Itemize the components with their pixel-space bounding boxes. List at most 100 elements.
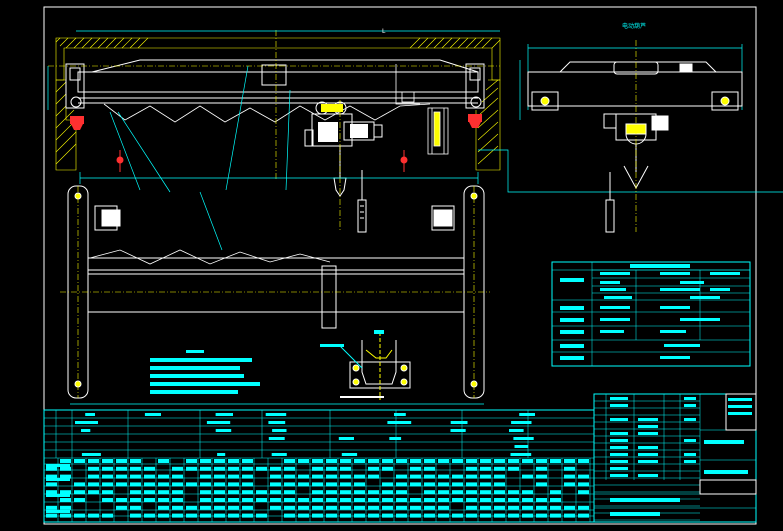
table-cell-text [354,513,365,518]
table-cell-text [536,505,547,510]
table-cell-text [158,459,169,463]
table-cell-text [536,474,547,479]
centerline [60,186,490,398]
table-cell-text [466,505,477,510]
walkway-platform [395,64,449,155]
table-cell-text [81,429,91,432]
table-cell-text [438,490,449,495]
table-cell-text [74,482,85,487]
table-cell-text [550,513,561,518]
table-cell-text [214,474,225,479]
table-cell-text [144,490,155,495]
table-cell-text [341,453,358,456]
table-cell-text [494,474,505,479]
table-cell-text [215,429,232,432]
table-cell-text [102,513,113,518]
table-cell-text [638,446,658,449]
table-cell-text [452,490,463,495]
table-cell-text [438,482,449,487]
table-cell-text [510,453,532,456]
table-cell-text [172,482,183,487]
table-cell-text [368,505,379,510]
table-cell-text [214,490,225,495]
table-cell-text [74,498,85,502]
table-cell-text [536,498,547,502]
table-cell-text [424,513,435,518]
table-cell-text [102,482,113,487]
table-cell-text [242,498,253,502]
table-cell-text [186,466,197,471]
table-cell-text [284,474,295,479]
table-cell-text [389,437,402,440]
dimension [47,30,783,193]
table-cell-text [214,466,225,471]
table-cell-text [284,459,295,463]
table-cell-text [382,466,393,471]
table-cell-text [610,404,628,407]
table-cell-text [578,482,589,487]
table-cell-text [494,490,505,495]
table-cell-text [130,459,141,463]
table-cell-text [200,459,211,463]
table-cell-text [466,490,477,495]
table-cell-text [298,513,309,518]
table-cell-text [452,498,463,502]
table-cell-text [522,474,533,479]
table-cell-text [638,425,658,428]
table-cell-text [396,482,407,487]
table-cell-text [564,513,575,518]
table-cell-text [242,482,253,487]
table-cell-text [424,498,435,502]
table-cell-text [522,505,533,510]
table-cell-text [340,513,351,518]
table-cell-text [340,490,351,495]
table-cell-text [519,413,535,416]
table-cell-text [522,490,533,495]
motor-icon [433,209,453,227]
table-cell-text [116,466,127,471]
spec-table [551,261,751,367]
table-cell-text [116,482,127,487]
table-cell-text [172,474,183,479]
table-cell-text [102,466,113,471]
wheel-icon [470,96,482,108]
table-cell-text [75,421,98,424]
table-cell-text [410,498,421,502]
table-cell-text [396,459,407,463]
table-cell-text [684,453,696,456]
table-cell-text [509,429,524,432]
table-cell-text [228,490,239,495]
table-cell-text [466,459,477,463]
table-cell-text [396,498,407,502]
table-cell-text [172,466,183,471]
table-cell-text [88,513,99,518]
table-cell-text [550,505,561,510]
table-cell-text [480,466,491,471]
wheel-icon [70,96,82,108]
table-cell-text [610,418,628,421]
table-cell-text [438,498,449,502]
table-cell-text [116,459,127,463]
table-cell-text [271,453,287,456]
table-cell-text [452,513,463,518]
table-cell-text [340,459,351,463]
table-cell-text [340,482,351,487]
table-cell-text [214,482,225,487]
table-cell-text [410,459,421,463]
table-cell-text [215,413,233,416]
rail-detail [320,330,411,400]
table-cell-text [298,505,309,510]
table-cell-text [46,494,70,497]
table-cell-text [394,413,406,416]
table-cell-text [144,513,155,518]
table-cell-text [564,505,575,510]
table-cell-text [466,466,477,471]
table-cell-text [60,513,71,518]
table-cell-text [466,513,477,518]
table-cell-text [312,459,323,463]
table-cell-text [326,466,337,471]
table-cell-text [102,490,113,495]
table-cell-text [60,474,71,479]
table-cell-text [610,446,628,449]
table-cell-text [200,482,211,487]
